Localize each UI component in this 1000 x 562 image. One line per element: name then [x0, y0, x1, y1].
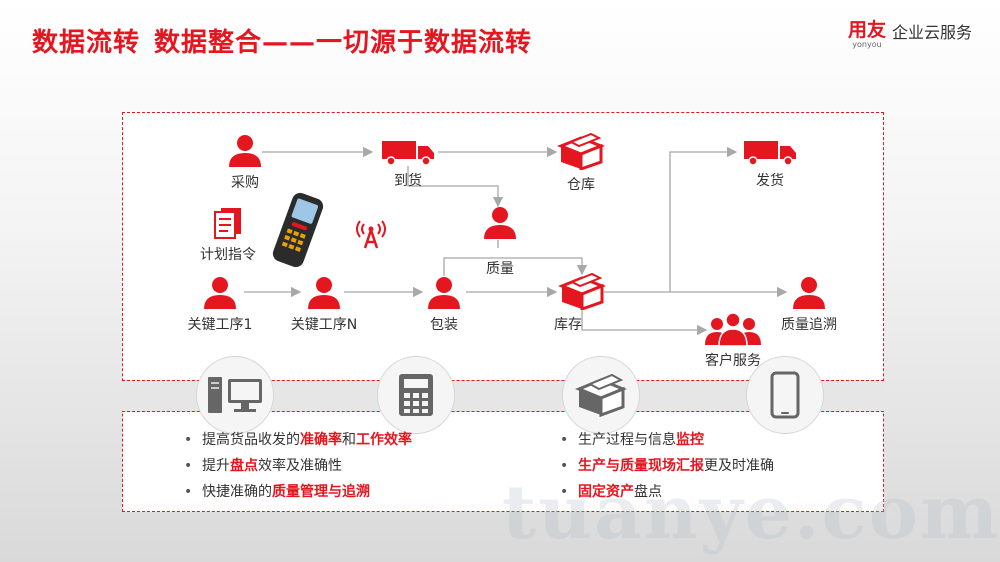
- label-quality: 质量: [486, 261, 514, 277]
- node-shipping: 发货: [738, 138, 802, 190]
- title-part2: 数据整合——一切源于数据流转: [154, 28, 533, 58]
- logo-text: 企业云服务: [891, 23, 972, 42]
- label-purchase: 采购: [231, 175, 259, 191]
- arrow-inventory-shipping: [669, 146, 738, 292]
- label-quality-trace: 质量追溯: [781, 317, 837, 333]
- node-quality-trace: 质量追溯: [776, 276, 842, 334]
- truck-icon: [744, 141, 796, 166]
- label-plan: 计划指令: [200, 247, 256, 263]
- benefit-left-item: 快捷准确的质量管理与追溯: [180, 479, 412, 505]
- benefit-right-item: 固定资产盘点: [556, 479, 774, 505]
- logo-mark-sub: yonyou: [852, 40, 882, 49]
- logo-mark: 用友 yonyou: [848, 20, 886, 49]
- computer-icon: [208, 377, 262, 413]
- label-packing: 包装: [430, 317, 458, 333]
- arrow-packing-inventory-top: [443, 257, 588, 276]
- customer-group-icon: [705, 312, 761, 347]
- benefits-right: 生产过程与信息监控 生产与质量现场汇报更及时准确 固定资产盘点: [556, 427, 774, 505]
- node-key-process-1: 关键工序1: [178, 276, 262, 334]
- calculator-icon: [399, 374, 433, 416]
- benefit-left-item: 提高货品收发的准确率和工作效率: [180, 427, 412, 453]
- benefit-right-item: 生产过程与信息监控: [556, 427, 774, 453]
- arrow-arrival-quality: [407, 166, 504, 208]
- box-icon: [575, 373, 627, 417]
- node-quality: 质量: [478, 206, 522, 278]
- node-packing: 包装: [422, 276, 466, 334]
- computer-circle: [196, 356, 274, 434]
- benefit-left-item: 提升盘点效率及准确性: [180, 453, 412, 479]
- node-plan: 计划指令: [190, 206, 266, 264]
- benefit-right-item: 生产与质量现场汇报更及时准确: [556, 453, 774, 479]
- person-icon: [229, 135, 261, 167]
- signal-tower-icon: [356, 220, 386, 249]
- arrow-inventory-service: [581, 310, 708, 336]
- person-icon: [793, 277, 825, 309]
- label-key-process-n: 关键工序N: [290, 317, 358, 333]
- node-customer-service: 客户服务: [700, 312, 766, 370]
- label-key-process-1: 关键工序1: [187, 317, 253, 333]
- node-warehouse: 仓库: [554, 132, 608, 194]
- node-key-process-n: 关键工序N: [282, 276, 366, 334]
- box-circle: [562, 356, 640, 434]
- phone-icon: [770, 371, 800, 419]
- brand-logo: 用友 yonyou 企业云服务: [848, 20, 972, 49]
- page-title: 数据流转数据整合——一切源于数据流转: [32, 22, 532, 59]
- person-icon: [428, 277, 460, 309]
- box-icon: [557, 272, 607, 312]
- label-customer-service: 客户服务: [705, 353, 761, 369]
- person-icon: [204, 277, 236, 309]
- person-icon: [308, 277, 340, 309]
- calculator-circle: [377, 356, 455, 434]
- title-part1: 数据流转: [32, 28, 141, 58]
- box-icon: [556, 132, 606, 172]
- person-icon: [484, 207, 516, 239]
- truck-icon: [382, 141, 434, 166]
- label-arrival: 到货: [394, 173, 422, 189]
- phone-circle: [746, 356, 824, 434]
- label-shipping: 发货: [756, 173, 784, 189]
- label-inventory: 库存: [554, 317, 582, 333]
- node-inventory: 库存: [554, 272, 610, 334]
- logo-mark-text: 用友: [847, 19, 886, 41]
- benefits-left: 提高货品收发的准确率和工作效率 提升盘点效率及准确性 快捷准确的质量管理与追溯: [180, 427, 412, 505]
- node-purchase: 采购: [214, 134, 276, 192]
- handheld-scanner-icon: [272, 192, 324, 268]
- label-warehouse: 仓库: [567, 177, 595, 193]
- document-icon: [214, 208, 241, 239]
- node-arrival: 到货: [376, 138, 440, 190]
